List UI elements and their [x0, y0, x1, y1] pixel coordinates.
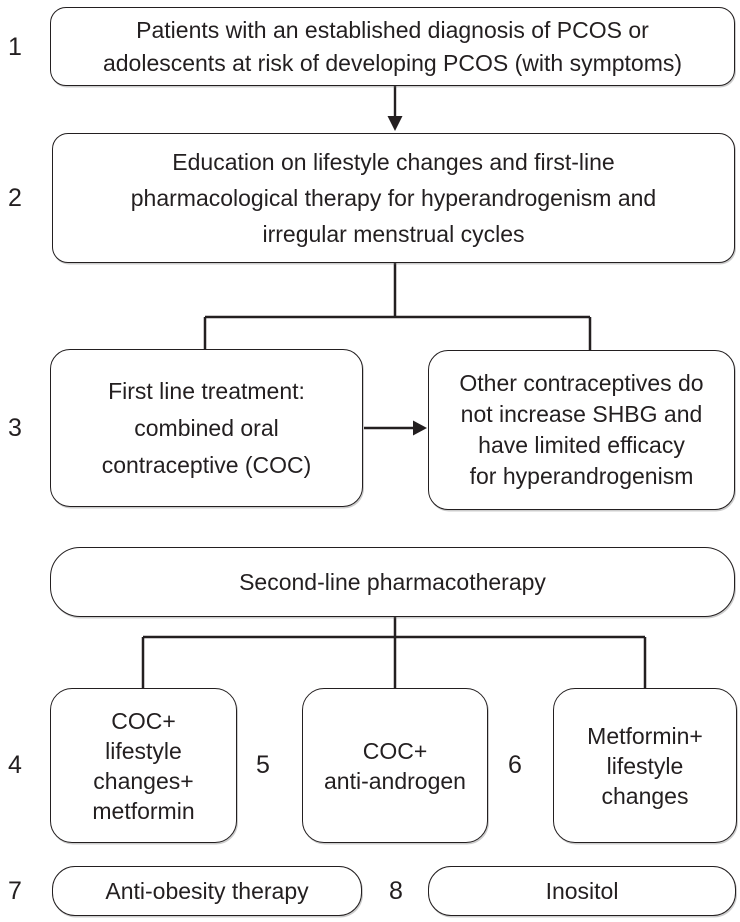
node-coc-lifestyle-metformin-box: COC+ lifestyle changes+ metformin: [50, 688, 237, 843]
step-number-1: 1: [8, 33, 22, 61]
step-number-7: 7: [8, 877, 22, 905]
node-anti-obesity-therapy-box: Anti-obesity therapy: [52, 866, 362, 916]
node-second-line-pharmacotherapy-box: Second-line pharmacotherapy: [50, 547, 735, 617]
step-number-3: 3: [8, 414, 22, 442]
branch-connector-bottom: [141, 617, 647, 688]
arrow-down-icon: [387, 86, 403, 131]
step-number-5: 5: [256, 751, 270, 779]
step-number-4: 4: [8, 751, 22, 779]
step-number-2: 2: [8, 184, 22, 212]
node-first-line-treatment-box: First line treatment: combined oral cont…: [50, 349, 363, 507]
node-patients-box: Patients with an established diagnosis o…: [50, 7, 735, 86]
step-number-8: 8: [389, 877, 403, 905]
step-number-6: 6: [508, 751, 522, 779]
branch-connector-top: [203, 263, 592, 350]
arrow-right-icon: [364, 420, 427, 436]
node-other-contraceptives-box: Other contraceptives do not increase SHB…: [428, 350, 735, 510]
node-coc-anti-androgen-box: COC+ anti-androgen: [302, 688, 488, 843]
node-inositol-box: Inositol: [428, 866, 736, 916]
node-metformin-lifestyle-box: Metformin+ lifestyle changes: [553, 688, 737, 843]
node-education-box: Education on lifestyle changes and first…: [52, 133, 735, 263]
